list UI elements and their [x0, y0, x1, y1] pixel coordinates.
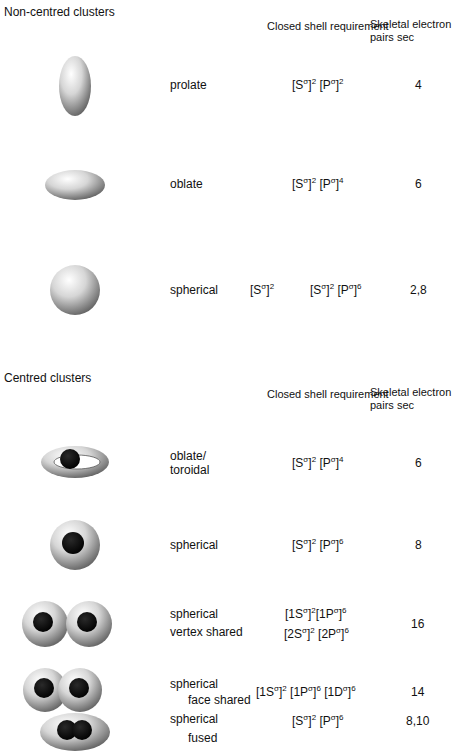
electron-pair-count: 14: [411, 685, 424, 699]
column-header: Skeletal electron pairs sec: [370, 18, 458, 44]
shell-formula: [Sσ]2 [Pσ]6: [292, 538, 343, 552]
section-title: Centred clusters: [4, 371, 91, 385]
shell-formula: [Sσ]2 [Pσ]4: [292, 177, 343, 191]
shell-formula: [1Sσ]2 [1Pσ]6 [1Dσ]6: [256, 685, 356, 699]
face-shared-spheres: [23, 668, 102, 712]
vertex-shared-spheres: [22, 601, 112, 647]
shape-label: oblate/ toroidal: [170, 449, 228, 478]
column-header: Skeletal electron pairs sec: [370, 386, 458, 412]
section-title: Non-centred clusters: [4, 5, 115, 19]
prolate-shape: [59, 56, 91, 116]
electron-pair-count: 6: [415, 456, 422, 470]
shell-formula: [Sσ]2: [250, 283, 274, 297]
shape-label: spherical: [170, 607, 218, 621]
electron-pair-count: 4: [415, 78, 422, 92]
centred-sphere: [50, 520, 100, 570]
shape-label: fused: [188, 731, 217, 745]
shape-label: vertex shared: [170, 625, 243, 639]
shape-label: oblate: [170, 177, 203, 191]
shape-label: spherical: [170, 677, 218, 691]
shell-formula: [Sσ]2 [Pσ]2: [292, 78, 343, 92]
shell-formula: [1Sσ]2[1Pσ]6: [285, 607, 347, 621]
oblate-shape: [45, 170, 105, 200]
shell-formula: [Sσ]2 [Pσ]6: [292, 714, 343, 728]
shape-label: spherical: [170, 283, 218, 297]
shell-formula: [Sσ]2 [Pσ]4: [292, 456, 343, 470]
electron-pair-count: 16: [411, 617, 424, 631]
shell-formula: [Sσ]2 [Pσ]6: [310, 283, 361, 297]
electron-pair-count: 6: [415, 177, 422, 191]
fused-shape: [40, 713, 110, 751]
toroidal-shape: [41, 446, 109, 478]
shape-label: spherical: [170, 712, 218, 726]
shape-label: prolate: [170, 78, 207, 92]
electron-pair-count: 8,10: [406, 714, 429, 728]
shape-label: spherical: [170, 538, 218, 552]
shell-formula: [2Sσ]2 [2Pσ]6: [284, 627, 349, 641]
electron-pair-count: 2,8: [410, 283, 427, 297]
shape-label: face shared: [188, 693, 251, 707]
spherical-shape: [50, 265, 100, 315]
electron-pair-count: 8: [415, 538, 422, 552]
